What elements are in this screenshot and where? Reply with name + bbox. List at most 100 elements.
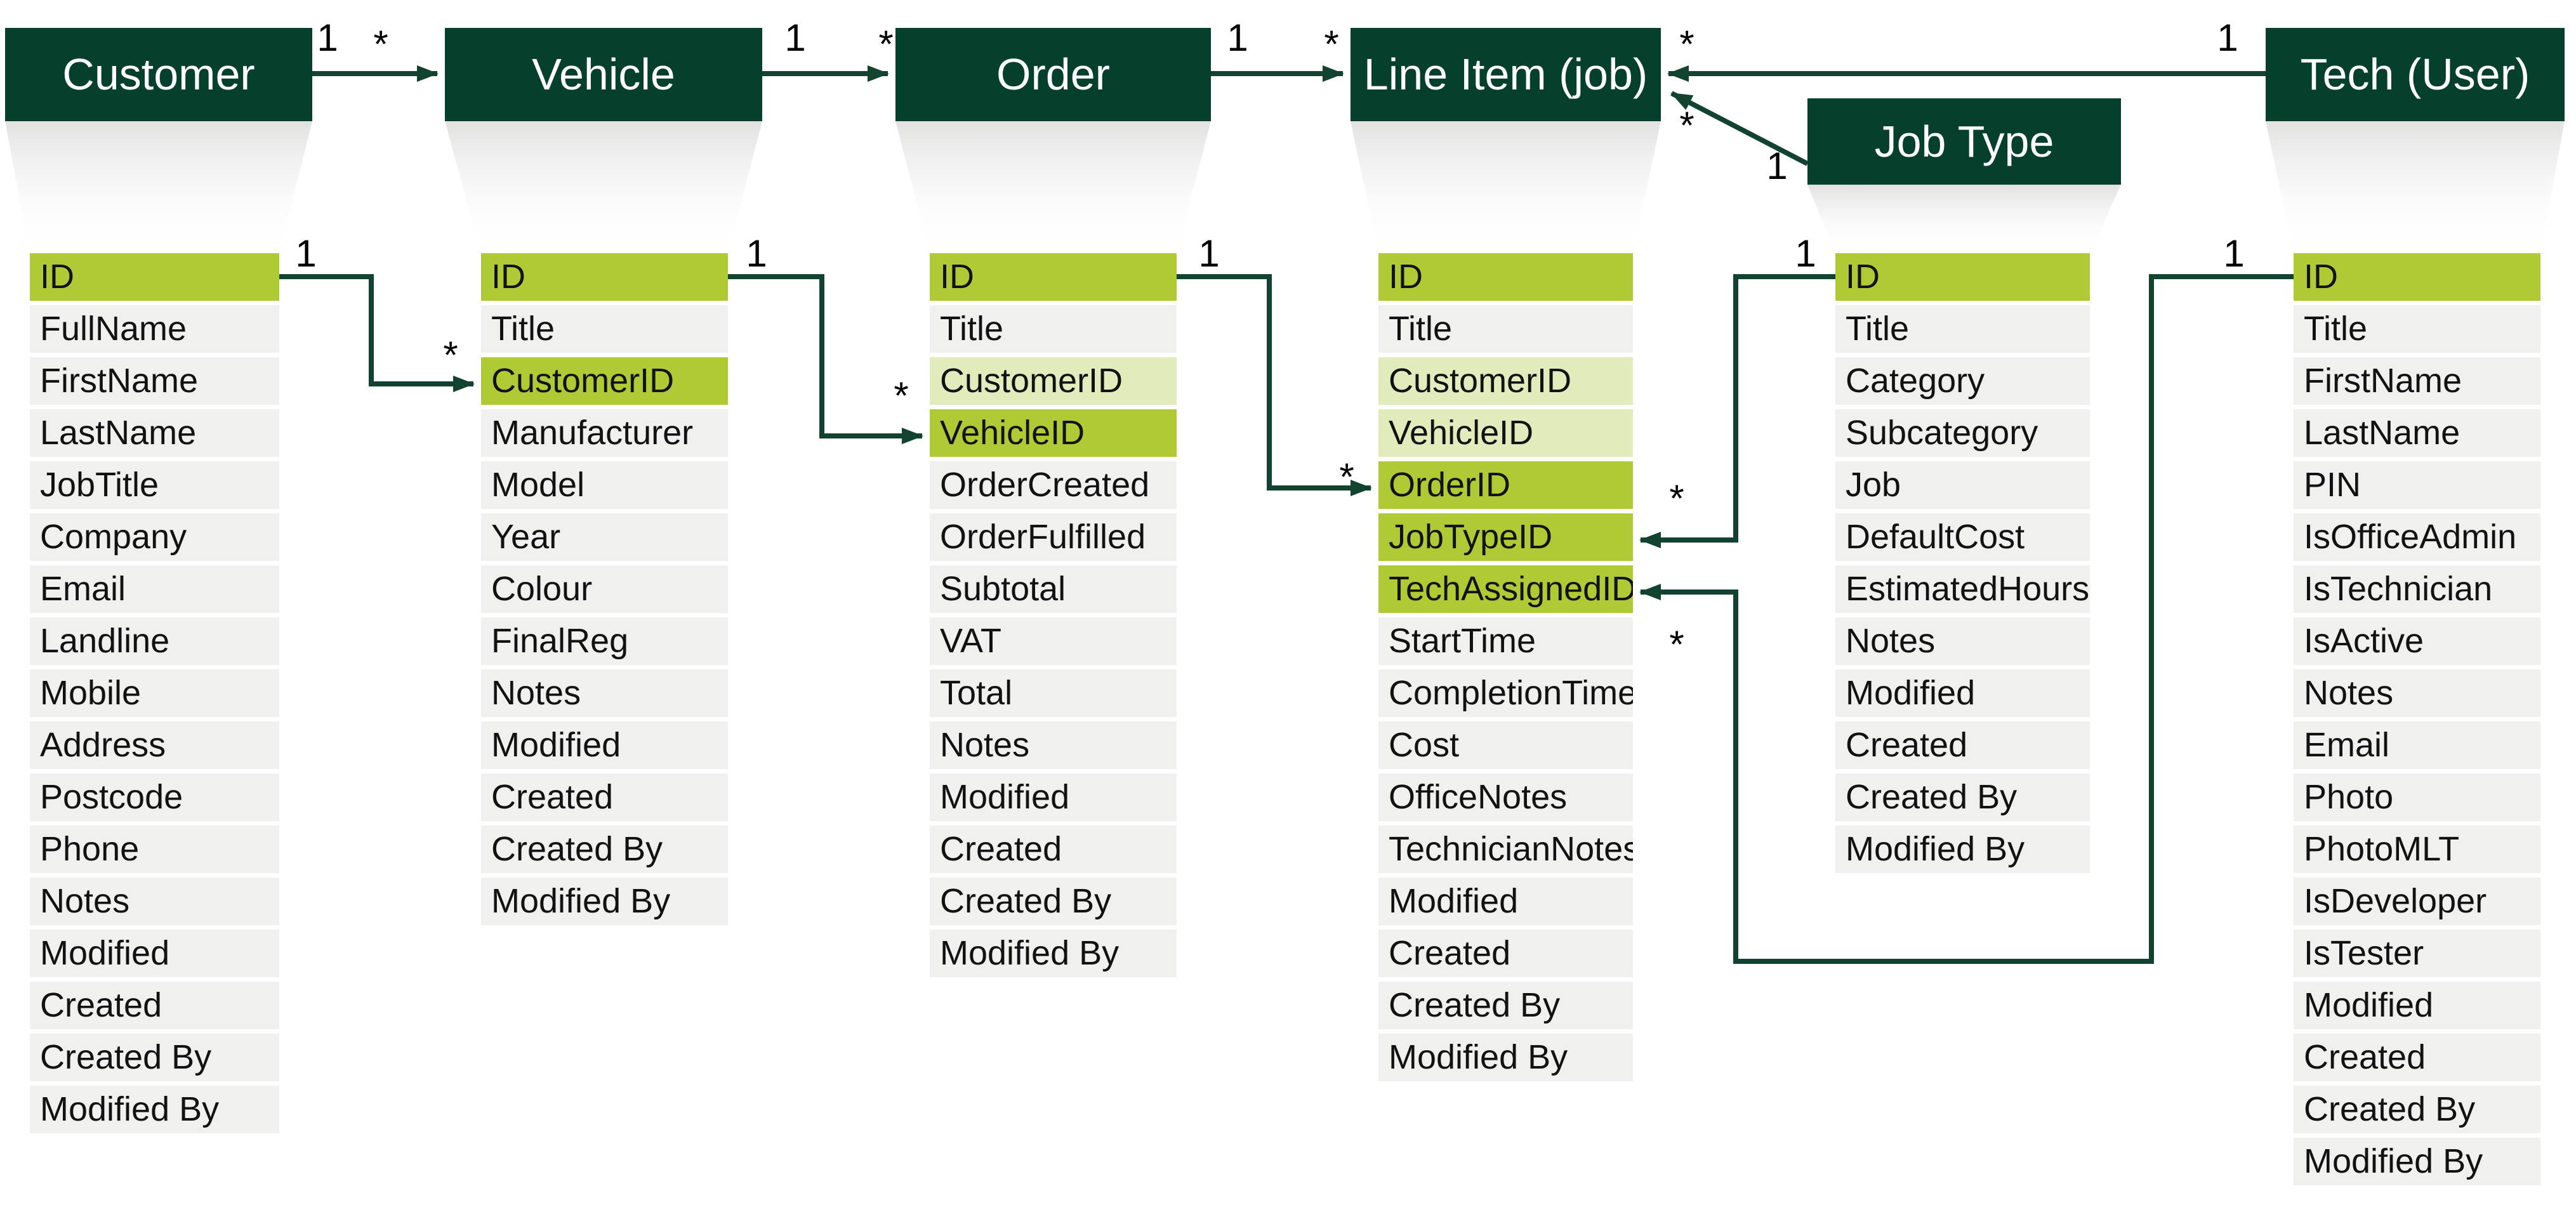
cardinality-lineitem-many-from-jobtype: * bbox=[1679, 104, 1694, 147]
field-row-notes: Notes bbox=[481, 669, 728, 717]
cardinality-vehicle-id-one: 1 bbox=[746, 232, 767, 275]
field-row-customerid: CustomerID bbox=[1378, 357, 1633, 405]
table-shadow-customer bbox=[5, 121, 312, 253]
field-row-phone: Phone bbox=[30, 826, 279, 873]
table-shadow-vehicle bbox=[445, 121, 762, 253]
field-row-postcode: Postcode bbox=[30, 774, 279, 821]
field-row-photomlt: PhotoMLT bbox=[2294, 826, 2540, 873]
field-row-category: Category bbox=[1835, 357, 2090, 405]
cardinality-customer-id-one: 1 bbox=[295, 232, 317, 275]
field-row-id: ID bbox=[930, 253, 1177, 301]
field-row-created-by: Created By bbox=[1378, 982, 1633, 1029]
field-row-id: ID bbox=[1378, 253, 1633, 301]
field-row-isactive: IsActive bbox=[2294, 617, 2540, 665]
cardinality-order-id-one: 1 bbox=[1198, 232, 1220, 275]
cardinality-order-one: 1 bbox=[1227, 16, 1248, 59]
field-row-estimatedhours: EstimatedHours bbox=[1835, 565, 2090, 613]
field-row-officenotes: OfficeNotes bbox=[1378, 774, 1633, 821]
field-row-defaultcost: DefaultCost bbox=[1835, 513, 2090, 561]
cardinality-jobtype-one: 1 bbox=[1766, 145, 1788, 187]
field-row-isdeveloper: IsDeveloper bbox=[2294, 878, 2540, 925]
field-row-lastname: LastName bbox=[2294, 409, 2540, 457]
field-row-modified-by: Modified By bbox=[930, 930, 1177, 977]
field-row-title: Title bbox=[481, 305, 728, 353]
field-row-notes: Notes bbox=[1835, 617, 2090, 665]
field-row-modified-by: Modified By bbox=[481, 878, 728, 925]
field-row-jobtypeid: JobTypeID bbox=[1378, 513, 1633, 561]
field-row-subcategory: Subcategory bbox=[1835, 409, 2090, 457]
field-row-company: Company bbox=[30, 513, 279, 561]
cardinality-lineitem-orderid-many: * bbox=[1339, 456, 1354, 498]
field-row-title: Title bbox=[2294, 305, 2540, 353]
field-row-orderfulfilled: OrderFulfilled bbox=[930, 513, 1177, 561]
field-row-created-by: Created By bbox=[2294, 1086, 2540, 1133]
field-row-completiontime: CompletionTime bbox=[1378, 669, 1633, 717]
field-row-orderid: OrderID bbox=[1378, 461, 1633, 509]
field-row-istester: IsTester bbox=[2294, 930, 2540, 977]
field-row-modified: Modified bbox=[930, 774, 1177, 821]
field-row-firstname: FirstName bbox=[2294, 357, 2540, 405]
field-row-colour: Colour bbox=[481, 565, 728, 613]
field-row-ordercreated: OrderCreated bbox=[930, 461, 1177, 509]
field-row-cost: Cost bbox=[1378, 721, 1633, 769]
cardinality-order-vehicleid-many: * bbox=[894, 374, 909, 417]
cardinality-vehicle-one: 1 bbox=[784, 16, 806, 59]
field-row-photo: Photo bbox=[2294, 774, 2540, 821]
field-row-modified: Modified bbox=[2294, 982, 2540, 1029]
cardinality-jobtype-id-one: 1 bbox=[1795, 232, 1816, 275]
field-row-year: Year bbox=[481, 513, 728, 561]
cardinality-lineitem-many-from-order: * bbox=[1324, 23, 1339, 65]
cardinality-customer-one: 1 bbox=[317, 16, 338, 59]
field-row-created: Created bbox=[30, 982, 279, 1029]
table-header-lineitem: Line Item (job) bbox=[1351, 28, 1661, 121]
cardinality-vehicle-customerid-many: * bbox=[443, 334, 458, 376]
field-row-modified-by: Modified By bbox=[30, 1086, 279, 1133]
field-row-techassignedid: TechAssignedID bbox=[1378, 565, 1633, 613]
field-row-email: Email bbox=[2294, 721, 2540, 769]
field-row-title: Title bbox=[1835, 305, 2090, 353]
field-row-created: Created bbox=[481, 774, 728, 821]
field-row-created-by: Created By bbox=[30, 1034, 279, 1081]
field-row-customerid: CustomerID bbox=[930, 357, 1177, 405]
field-row-total: Total bbox=[930, 669, 1177, 717]
field-row-notes: Notes bbox=[30, 878, 279, 925]
field-row-modified-by: Modified By bbox=[1378, 1034, 1633, 1081]
field-row-subtotal: Subtotal bbox=[930, 565, 1177, 613]
connector-jobtype-lineitem bbox=[1670, 91, 1809, 166]
field-row-id: ID bbox=[2294, 253, 2540, 301]
cardinality-tech-id-one: 1 bbox=[2223, 232, 2245, 275]
connector-jobtypeid-lineitem-jobtypeid bbox=[1639, 274, 1835, 548]
connector-orderid-lineitem-orderid bbox=[1177, 274, 1372, 496]
field-row-manufacturer: Manufacturer bbox=[481, 409, 728, 457]
field-row-email: Email bbox=[30, 565, 279, 613]
field-row-created: Created bbox=[1835, 721, 2090, 769]
field-row-isofficeadmin: IsOfficeAdmin bbox=[2294, 513, 2540, 561]
field-row-pin: PIN bbox=[2294, 461, 2540, 509]
field-row-modified: Modified bbox=[1378, 878, 1633, 925]
field-row-created-by: Created By bbox=[481, 826, 728, 873]
field-row-vat: VAT bbox=[930, 617, 1177, 665]
field-row-vehicleid: VehicleID bbox=[930, 409, 1177, 457]
field-row-created-by: Created By bbox=[930, 878, 1177, 925]
field-row-mobile: Mobile bbox=[30, 669, 279, 717]
cardinality-tech-one: 1 bbox=[2217, 16, 2238, 59]
table-header-customer: Customer bbox=[5, 28, 312, 121]
field-row-fullname: FullName bbox=[30, 305, 279, 353]
field-row-created: Created bbox=[2294, 1034, 2540, 1081]
field-row-firstname: FirstName bbox=[30, 357, 279, 405]
field-row-starttime: StartTime bbox=[1378, 617, 1633, 665]
field-row-id: ID bbox=[30, 253, 279, 301]
table-shadow-jobtype bbox=[1807, 185, 2121, 253]
field-row-created-by: Created By bbox=[1835, 774, 2090, 821]
field-row-jobtitle: JobTitle bbox=[30, 461, 279, 509]
cardinality-lineitem-many-from-tech: * bbox=[1679, 23, 1694, 65]
field-row-modified-by: Modified By bbox=[1835, 826, 2090, 873]
field-row-customerid: CustomerID bbox=[481, 357, 728, 405]
field-row-created: Created bbox=[1378, 930, 1633, 977]
field-row-notes: Notes bbox=[930, 721, 1177, 769]
